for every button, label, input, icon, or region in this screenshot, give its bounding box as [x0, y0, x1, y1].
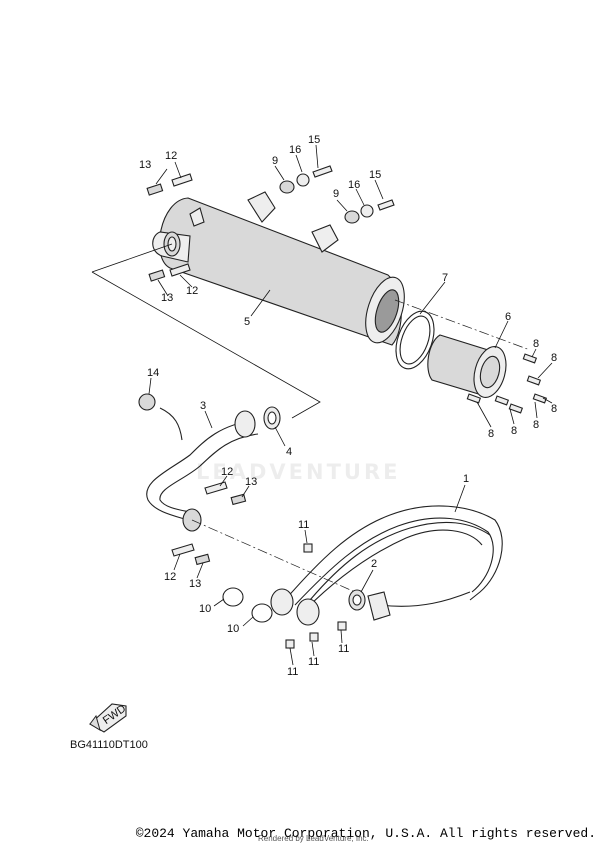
exhaust-gasket-10b — [251, 603, 273, 623]
callout-11d: 11 — [338, 643, 349, 655]
callout-8a: 8 — [533, 338, 539, 350]
muffler — [152, 191, 405, 346]
callout-9b: 9 — [333, 188, 339, 200]
pipe-springs — [171, 481, 247, 566]
leader-lines — [148, 144, 553, 666]
spark-arrester-bolts — [466, 353, 548, 414]
diagram-code: BG41110DT100 — [70, 739, 148, 751]
callout-9a: 9 — [272, 155, 278, 167]
callout-12a: 12 — [165, 150, 177, 162]
callout-16b: 16 — [348, 179, 360, 191]
callout-13c: 13 — [245, 476, 257, 488]
callout-8c: 8 — [551, 403, 557, 415]
callout-8d: 8 — [533, 419, 539, 431]
muffler-springs — [146, 173, 193, 282]
callout-10a: 10 — [199, 603, 211, 615]
callout-11a: 11 — [298, 519, 309, 531]
callout-13a: 13 — [139, 159, 151, 171]
callout-10b: 10 — [227, 623, 239, 635]
callout-5: 5 — [244, 316, 250, 328]
callout-13d: 13 — [189, 578, 201, 590]
callout-11b: 11 — [287, 666, 298, 678]
callout-15a: 15 — [308, 134, 320, 146]
callout-12b: 12 — [186, 285, 198, 297]
rendered-by-text: Rendered by LeadVenture, Inc. — [258, 834, 369, 843]
copyright-text: ©2024 Yamaha Motor Corporation, U.S.A. A… — [135, 826, 596, 841]
callout-1: 1 — [463, 473, 469, 485]
callout-6: 6 — [505, 311, 511, 323]
exhaust-pipe-3 — [138, 393, 259, 532]
callout-14: 14 — [147, 367, 159, 379]
callout-8e: 8 — [511, 425, 517, 437]
callout-11c: 11 — [308, 656, 319, 668]
muffler-mount-hardware — [279, 165, 395, 224]
callout-labels: 1 2 3 4 5 6 7 8 8 8 8 8 8 9 9 10 10 11 1… — [139, 134, 557, 678]
flange-nuts — [285, 543, 347, 649]
callout-12d: 12 — [164, 571, 176, 583]
exhaust-pipe-1 — [270, 505, 503, 626]
callout-13b: 13 — [161, 292, 173, 304]
callout-2: 2 — [371, 558, 377, 570]
callout-8f: 8 — [488, 428, 494, 440]
leadventure-watermark: LEADVENTURE — [196, 460, 401, 484]
callout-8b: 8 — [551, 352, 557, 364]
callout-12c: 12 — [221, 466, 233, 478]
callout-3: 3 — [200, 400, 206, 412]
callout-15b: 15 — [369, 169, 381, 181]
forward-arrow-icon — [89, 703, 127, 733]
callout-4: 4 — [286, 446, 292, 458]
callout-7: 7 — [442, 272, 448, 284]
exhaust-gasket-10a — [222, 587, 244, 607]
spark-arrester — [427, 334, 507, 398]
callout-16a: 16 — [289, 144, 301, 156]
